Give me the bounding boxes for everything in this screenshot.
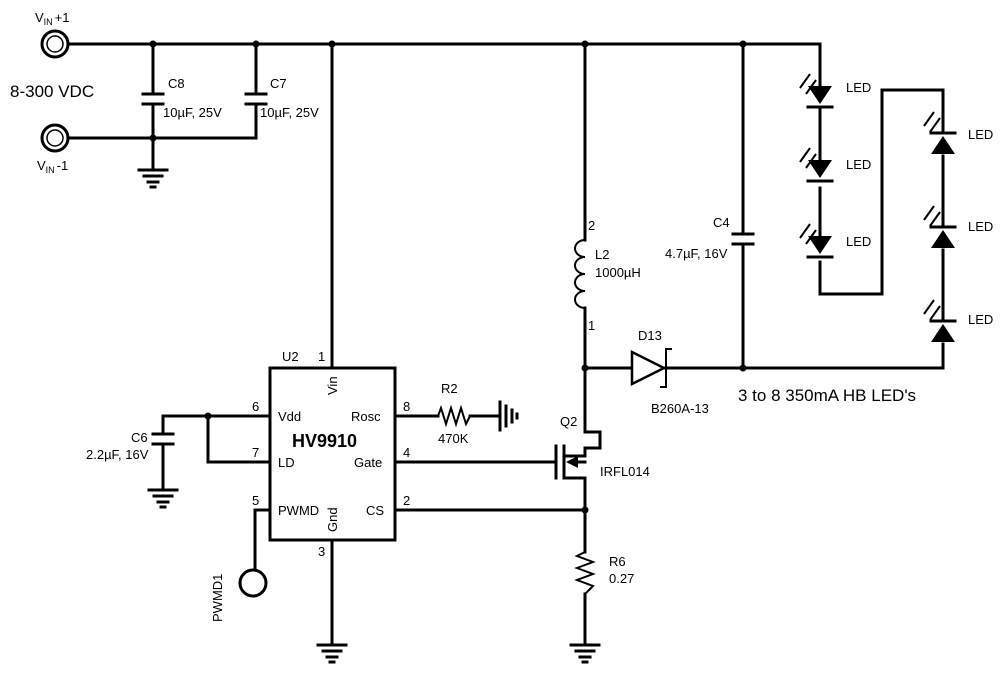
vin-negative-label: VIN-1 (37, 158, 68, 175)
ic-ref: U2 (282, 349, 299, 364)
ground-icon (498, 400, 519, 432)
c4-ref: C4 (713, 215, 730, 230)
c4-value: 4.7µF, 16V (665, 246, 728, 261)
capacitor-c7 (244, 92, 268, 106)
junction-dots (149, 40, 747, 514)
led-label: LED (846, 80, 871, 95)
pwmd-terminal-label: PWMD1 (210, 574, 225, 622)
vin-positive-terminal (40, 29, 76, 59)
d13-part: B260A-13 (651, 401, 709, 416)
l2-pin-bottom: 1 (588, 318, 595, 333)
pin-rosc-number: 8 (403, 399, 410, 414)
c7-ref: C7 (270, 76, 287, 91)
r2-value: 470K (438, 431, 469, 446)
ic-hv9910 (268, 366, 397, 542)
ground-icon (316, 643, 348, 664)
pin-rosc-label: Rosc (351, 409, 381, 424)
r6-ref: R6 (609, 554, 626, 569)
r6-value: 0.27 (609, 571, 634, 586)
pin-vin-number: 1 (318, 349, 325, 364)
led-icon (923, 205, 957, 248)
resistor-r2 (437, 404, 471, 428)
pin-gate-number: 4 (403, 445, 410, 460)
c8-ref: C8 (168, 76, 185, 91)
ic-name: HV9910 (292, 431, 357, 451)
capacitor-c8 (141, 92, 165, 106)
pin-pwmd-label: PWMD (278, 503, 319, 518)
r2-ref: R2 (441, 381, 458, 396)
c6-value: 2.2µF, 16V (86, 447, 149, 462)
led-string (799, 73, 957, 342)
pin-gnd-label: Gnd (325, 507, 340, 532)
pin-gnd-number: 3 (318, 544, 325, 559)
led-icon (923, 111, 957, 154)
q2-part: IRFL014 (600, 464, 650, 479)
pin-cs-label: CS (366, 503, 384, 518)
led-icon (923, 299, 957, 342)
pin-vdd-number: 6 (252, 399, 259, 414)
capacitor-c4 (731, 232, 755, 246)
pin-gate-label: Gate (354, 455, 382, 470)
vin-negative-terminal (40, 123, 76, 153)
l2-pin-top: 2 (588, 218, 595, 233)
pin-ld-label: LD (278, 455, 295, 470)
ground-icon (137, 168, 169, 189)
vin-positive-label: VIN+1 (35, 10, 70, 27)
l2-ref: L2 (595, 247, 609, 262)
led-label: LED (968, 219, 993, 234)
wiring (70, 42, 945, 647)
voltage-range-label: 8-300 VDC (10, 82, 94, 101)
q2-ref: Q2 (560, 414, 577, 429)
led-label: LED (846, 234, 871, 249)
pin-vin-label: Vin (325, 376, 340, 395)
pin-pwmd-number: 5 (252, 493, 259, 508)
capacitor-c6 (151, 432, 175, 446)
led-string-description: 3 to 8 350mA HB LED's (738, 386, 916, 405)
led-icon (799, 223, 834, 259)
resistor-r6 (574, 551, 596, 595)
led-label: LED (968, 312, 993, 327)
l2-value: 1000µH (595, 265, 641, 280)
led-label: LED (846, 157, 871, 172)
pin-cs-number: 2 (403, 493, 410, 508)
led-icon (799, 147, 834, 183)
pwmd-terminal (238, 568, 268, 598)
pin-vdd-label: Vdd (278, 409, 301, 424)
led-icon (799, 73, 834, 109)
d13-ref: D13 (638, 328, 662, 343)
ground-icon (569, 643, 601, 664)
c7-value: 10µF, 25V (260, 105, 319, 120)
c6-ref: C6 (131, 430, 148, 445)
led-label: LED (968, 127, 993, 142)
c8-value: 10µF, 25V (163, 105, 222, 120)
inductor-l2 (574, 239, 586, 309)
ground-icon (147, 488, 179, 509)
diode-d13 (630, 348, 684, 388)
pin-ld-number: 7 (252, 445, 259, 460)
mosfet-q2 (554, 430, 602, 480)
